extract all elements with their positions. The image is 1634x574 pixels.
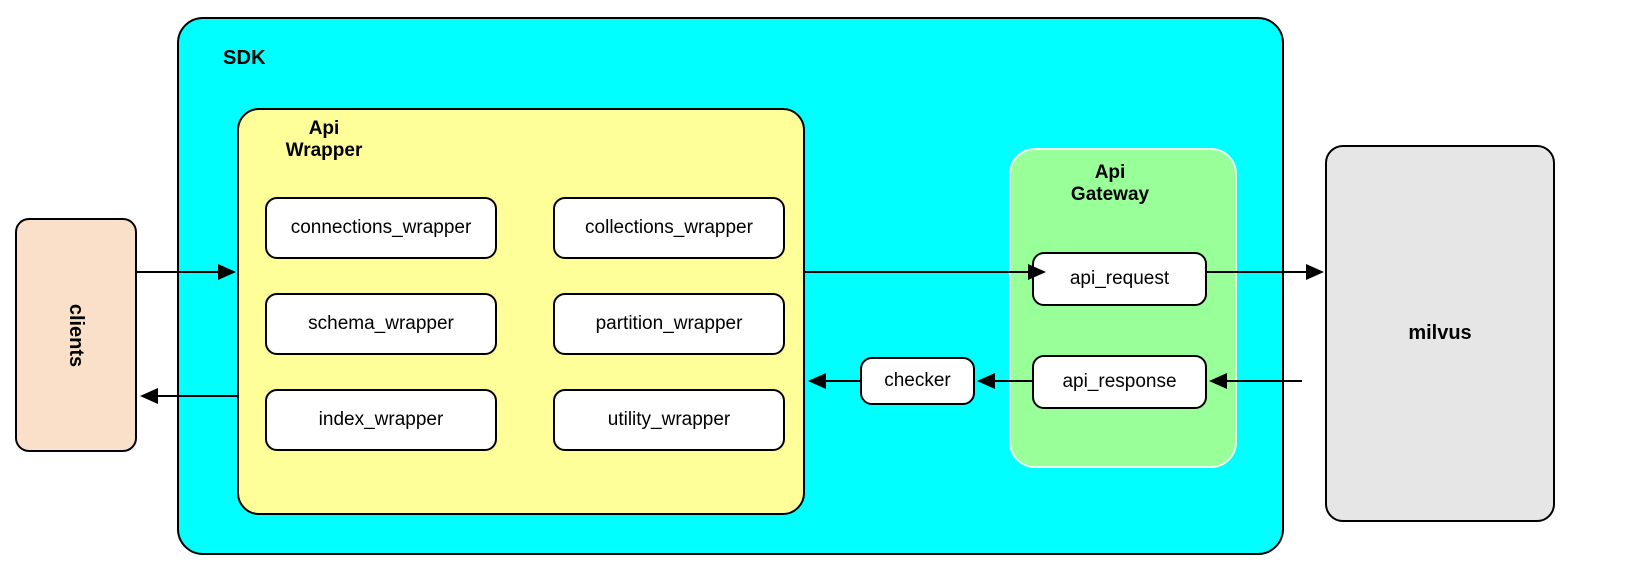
- node-label: api_request: [1069, 268, 1170, 289]
- api-gateway-title: Api Gateway: [1045, 162, 1175, 207]
- connector-api-wrapper-to-api-gateway: [805, 264, 1046, 280]
- node-api-response[interactable]: api_response: [1032, 355, 1207, 409]
- milvus-label: milvus: [1408, 322, 1472, 344]
- module-label: schema_wrapper: [308, 313, 454, 334]
- module-collections-wrapper[interactable]: collections_wrapper: [553, 197, 785, 259]
- module-label: index_wrapper: [318, 409, 444, 430]
- node-label: api_response: [1062, 371, 1177, 392]
- node-api-request[interactable]: api_request: [1032, 252, 1207, 306]
- module-connections-wrapper[interactable]: connections_wrapper: [265, 197, 497, 259]
- module-schema-wrapper[interactable]: schema_wrapper: [265, 293, 497, 355]
- connector-api-wrapper-to-clients: [140, 388, 237, 404]
- api-gateway-title-line2: Gateway: [1070, 184, 1150, 206]
- clients-box[interactable]: clients: [15, 218, 137, 452]
- module-label: connections_wrapper: [290, 217, 472, 238]
- api-wrapper-title: Api Wrapper: [265, 118, 383, 163]
- sdk-title: SDK: [223, 47, 266, 69]
- connector-api-response-to-checker: [977, 373, 1032, 389]
- node-label: checker: [884, 370, 951, 391]
- module-utility-wrapper[interactable]: utility_wrapper: [553, 389, 785, 451]
- connector-checker-to-api-wrapper: [808, 373, 860, 389]
- module-label: collections_wrapper: [585, 217, 753, 238]
- module-label: utility_wrapper: [607, 409, 731, 430]
- api-wrapper-title-line1: Api: [308, 118, 340, 139]
- module-partition-wrapper[interactable]: partition_wrapper: [553, 293, 785, 355]
- connector-api-request-to-milvus: [1207, 264, 1324, 280]
- api-gateway-container: Api Gateway: [1009, 148, 1237, 468]
- api-wrapper-title-line2: Wrapper: [285, 140, 363, 162]
- module-index-wrapper[interactable]: index_wrapper: [265, 389, 497, 451]
- milvus-box[interactable]: milvus: [1325, 145, 1555, 522]
- connector-clients-to-api-wrapper: [137, 264, 236, 280]
- api-gateway-title-line1: Api: [1094, 162, 1126, 183]
- connector-milvus-to-api-response: [1209, 373, 1302, 389]
- module-label: partition_wrapper: [595, 313, 743, 334]
- node-checker[interactable]: checker: [860, 357, 975, 405]
